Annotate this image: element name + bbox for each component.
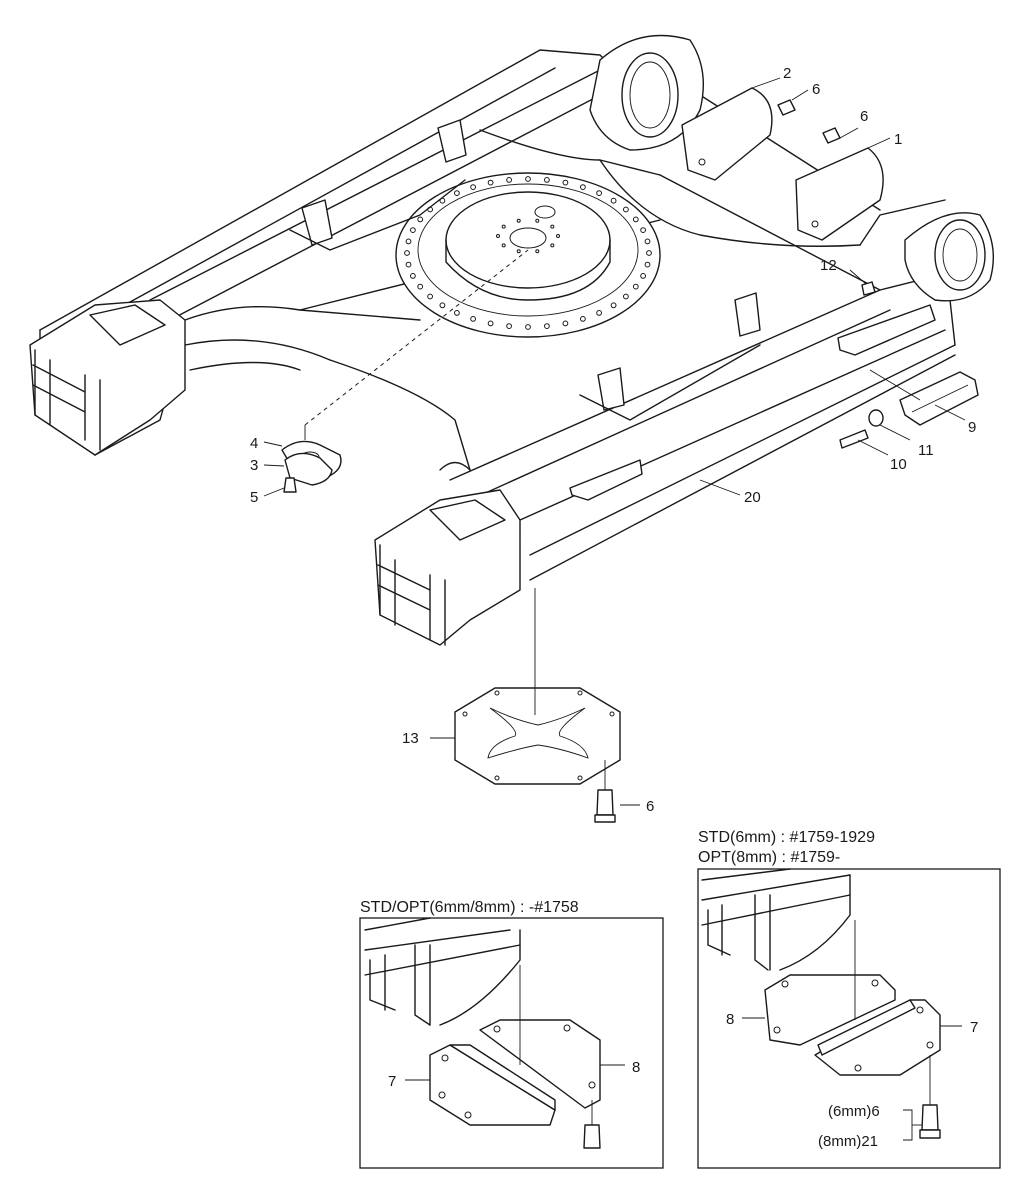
center-bolt-hole <box>501 243 506 248</box>
lower-frame-assembly <box>29 34 995 646</box>
callout-9: 9 <box>968 419 976 436</box>
bearing-bolt-hole <box>427 293 434 300</box>
bearing-bolt-hole <box>439 302 446 309</box>
center-bolt-hole <box>516 218 521 223</box>
bearing-bolt-hole <box>623 293 629 300</box>
bearing-bolt-hole <box>506 177 513 183</box>
callout-2: 2 <box>783 65 791 82</box>
bearing-bolt-hole <box>454 190 460 197</box>
bearing-bolt-hole <box>410 227 416 234</box>
inset-right-detail <box>701 868 962 1141</box>
bearing-bolt-hole <box>525 176 531 182</box>
callout-1: 1 <box>894 131 902 148</box>
center-bolt-hole <box>550 224 555 229</box>
inset-right-title-2: OPT(8mm) : #1759- <box>698 849 840 866</box>
inset-left-callout-7: 7 <box>388 1073 396 1090</box>
bearing-bolt-hole <box>644 261 651 268</box>
bearing-bolt-hole <box>405 238 412 245</box>
bearing-bolt-hole <box>404 250 410 256</box>
center-bolt-hole <box>535 249 540 254</box>
bearing-bolt-hole <box>580 184 586 191</box>
bearing-bolt-hole <box>632 216 639 223</box>
inset-right-callout-8: 8 <box>726 1011 734 1028</box>
callout-6-cover: 6 <box>860 108 868 125</box>
bearing-bolt-hole <box>610 302 617 309</box>
bearing-bolt-hole <box>544 177 550 183</box>
sprocket-covers <box>681 87 884 241</box>
inset-left-frame <box>359 917 664 1169</box>
callout-20: 20 <box>744 489 761 506</box>
inset-right-bolt-6mm: (6mm)6 <box>828 1103 880 1120</box>
bearing-bolt-hole <box>410 273 416 279</box>
center-bolt-hole <box>516 249 521 254</box>
callout-13: 13 <box>402 730 419 747</box>
bearing-bolt-hole <box>506 323 513 330</box>
callout-5: 5 <box>250 489 258 506</box>
callout-12: 12 <box>820 257 837 274</box>
callout-6-top: 6 <box>812 81 820 98</box>
callout-6-belly: 6 <box>646 798 654 815</box>
bearing-bolt-hole <box>562 320 569 327</box>
bearing-bolt-hole <box>644 238 651 245</box>
bearing-bolt-hole <box>596 310 602 316</box>
callout-3: 3 <box>250 457 258 474</box>
center-bolt-hole <box>556 234 560 238</box>
belly-plate <box>454 588 621 823</box>
bearing-bolt-hole <box>487 320 494 327</box>
center-bolt-hole <box>501 224 506 229</box>
inset-left-callout-8: 8 <box>632 1059 640 1076</box>
bearing-bolt-hole <box>580 316 586 322</box>
inset-right-callout-7: 7 <box>970 1019 978 1036</box>
callout-4: 4 <box>250 435 258 452</box>
bearing-bolt-hole <box>487 179 494 186</box>
bearing-bolt-hole <box>405 261 412 268</box>
center-bolt-hole <box>496 234 500 238</box>
inset-right-title-1: STD(6mm) : #1759-1929 <box>698 829 875 846</box>
bearing-bolt-hole <box>632 283 639 290</box>
inset-left-title: STD/OPT(6mm/8mm) : -#1758 <box>360 899 579 916</box>
bearing-bolt-hole <box>470 316 477 322</box>
inset-right-frame <box>697 868 1001 1169</box>
bearing-bolt-hole <box>562 179 569 186</box>
bearing-bolt-hole <box>544 323 550 330</box>
bearing-bolt-hole <box>525 324 531 330</box>
bearing-bolt-hole <box>470 184 477 191</box>
center-bolt-hole <box>550 243 555 248</box>
bearing-bolt-hole <box>596 190 602 197</box>
track-guard <box>839 281 979 449</box>
callout-10: 10 <box>890 456 907 473</box>
bearing-bolt-hole <box>417 283 424 290</box>
bearing-bolt-hole <box>646 250 652 256</box>
callout-11: 11 <box>918 442 934 459</box>
inset-right-bolt-8mm: (8mm)21 <box>818 1133 878 1150</box>
center-bolt-hole <box>535 218 540 223</box>
bearing-bolt-hole <box>454 310 460 316</box>
callout-leaders <box>263 77 966 806</box>
bearing-bolt-hole <box>610 197 617 204</box>
bolt-holes <box>404 176 652 330</box>
inset-left-detail <box>364 917 625 1149</box>
bearing-bolt-hole <box>417 216 424 223</box>
bearing-bolt-hole <box>640 227 646 234</box>
bearing-bolt-hole <box>640 273 646 279</box>
bearing-bolt-hole <box>623 206 629 213</box>
